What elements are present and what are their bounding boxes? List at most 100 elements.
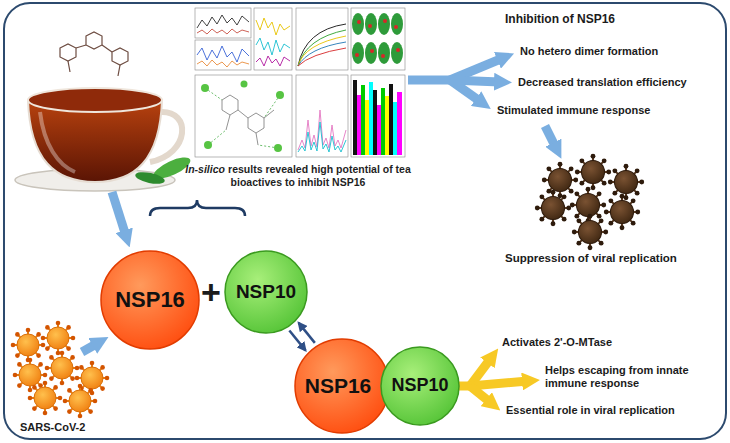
md-plots [369, 82, 373, 155]
sars-cov-2-virus [11, 328, 46, 363]
md-plots [389, 84, 393, 155]
md-plots [298, 36, 346, 66]
tea-surface [28, 88, 162, 112]
suppressed-virus-cluster [535, 154, 644, 250]
node-label-box: NSP10 [236, 282, 296, 303]
molecule-sketch [118, 65, 120, 76]
annotation-text: Helps escaping from innate immune respon… [545, 364, 710, 390]
flow-arrow [408, 76, 454, 85]
md-plots [195, 75, 292, 157]
frame-border [4, 3, 726, 439]
suppressed-virus-cluster [542, 162, 578, 198]
protein-name: NSP16 [115, 288, 185, 312]
md-plots [355, 53, 359, 57]
circle-shape [295, 339, 389, 433]
md-plots [351, 75, 405, 157]
annotation-text: Decreased translation efficiency [518, 76, 687, 89]
md-plots [381, 88, 385, 155]
flow-arrow [545, 126, 556, 148]
md-plots [396, 48, 400, 52]
annotation-text: No hetero dimer formation [520, 45, 658, 58]
md-plots [378, 42, 390, 64]
md-plots [365, 100, 369, 155]
md-plots [204, 141, 212, 149]
md-plots [201, 84, 209, 92]
annotation-text: Suppression of viral replication [505, 252, 677, 266]
equilibrium-arrow [289, 330, 305, 350]
tea-leaf [134, 170, 165, 186]
md-plots [264, 110, 274, 118]
flow-arrow [82, 58, 556, 352]
caption-box: In-silicoresults revealed high potential… [178, 163, 418, 188]
protein-circle: NSP10 [380, 346, 460, 426]
suppressed-virus-cluster [575, 154, 611, 190]
protein-name: NSP16 [305, 374, 372, 397]
equilibrium-arrow [299, 323, 315, 343]
md-plots [352, 42, 364, 64]
md-plots [365, 13, 377, 35]
curly-brace [150, 200, 245, 216]
flow-arrow [112, 192, 126, 236]
md-plots [256, 38, 290, 55]
md-plots [197, 15, 249, 28]
protein-circle: NSP16 [100, 250, 200, 350]
text-box: Essential role in viral replication [506, 404, 675, 417]
md-plots [276, 91, 284, 99]
md-plots [391, 13, 403, 35]
md-plots [274, 144, 282, 152]
md-plots [357, 20, 361, 24]
md-plots [353, 80, 402, 155]
molecule-sketch [60, 44, 76, 61]
md-plots [205, 88, 280, 148]
caption-text: In-silicoresults revealed high potential… [178, 163, 418, 188]
md-plots [197, 29, 249, 34]
protein-name: NSP10 [236, 282, 296, 303]
md-plots [397, 92, 402, 155]
caption-part: In-silico [185, 163, 225, 175]
annotation-text: Essential role in viral replication [506, 404, 675, 417]
md-plots [298, 24, 346, 66]
md-plots [201, 81, 284, 153]
md-plots [378, 13, 390, 35]
md-plots [238, 110, 248, 118]
cup-shine [40, 112, 75, 172]
suppressed-virus-cluster [535, 190, 571, 226]
flow-arrow [82, 343, 98, 352]
md-plots [197, 46, 249, 62]
flow-arrow [450, 80, 481, 102]
md-plots [195, 8, 251, 38]
md-plots [248, 113, 264, 133]
md-plots [256, 133, 258, 145]
sars-cov-2-virus [45, 351, 80, 386]
md-plots [355, 19, 400, 58]
text-box: No hetero dimer formation [520, 45, 658, 58]
protein-circle: NSP10 [224, 250, 308, 334]
md-plots [296, 8, 348, 70]
md-plots [381, 54, 385, 58]
text-box: + [201, 272, 221, 313]
md-plots [226, 115, 230, 130]
md-plots [383, 19, 387, 23]
md-plots [368, 24, 372, 28]
text-box: Helps escaping from innate immune respon… [545, 364, 710, 390]
md-plots [391, 42, 403, 64]
text-box: Inhibition of NSP16 [505, 12, 615, 26]
molecule-sketch [60, 32, 128, 76]
md-plots [256, 56, 290, 66]
md-plots [370, 49, 374, 53]
md-plots [373, 90, 377, 155]
annotation-text: Stimulated immune response [497, 104, 650, 117]
md-plots [193, 6, 407, 160]
text-box: Stimulated immune response [497, 104, 650, 117]
md-plots [377, 105, 381, 155]
md-plots [222, 95, 274, 145]
node-label-box: NSP16 [305, 374, 372, 397]
md-plots [298, 42, 346, 66]
node-label-box: NSP16 [115, 288, 185, 312]
md-plots [256, 18, 290, 35]
md-plots [393, 102, 397, 155]
sars-cov-2-virus [41, 321, 76, 356]
md-plots [298, 122, 346, 152]
md-plots [351, 8, 405, 70]
